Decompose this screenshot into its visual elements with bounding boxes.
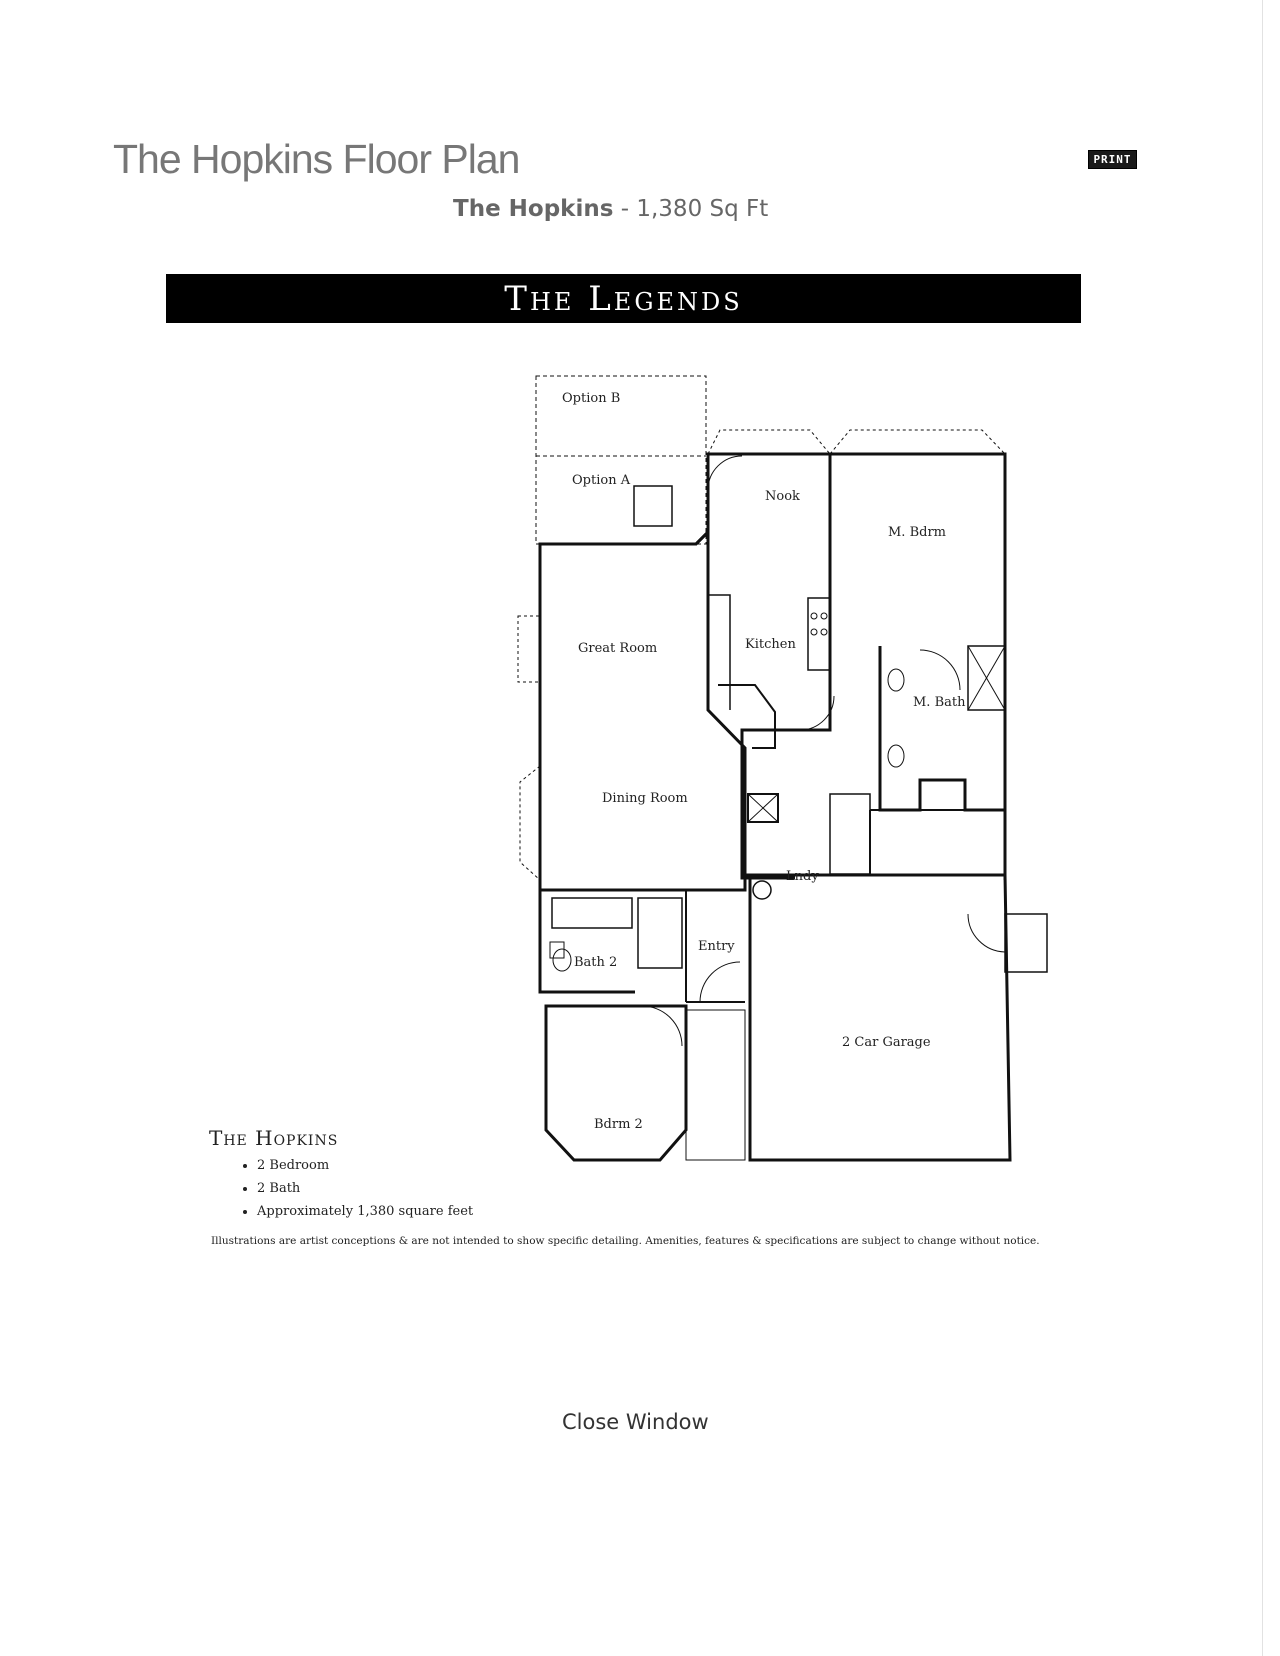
specs-title: The Hopkins <box>209 1126 339 1150</box>
room-label-garage: 2 Car Garage <box>842 1035 931 1050</box>
floor-plan: Option B Option A Nook M. Bdrm Great Roo… <box>490 370 1050 1210</box>
bathtub <box>551 897 633 929</box>
spec-item: 2 Bedroom <box>257 1154 473 1177</box>
room-label-great-room: Great Room <box>578 641 657 656</box>
master-wing-walls <box>830 452 1007 880</box>
subtitle-separator: - <box>613 196 637 222</box>
page-edge-rule <box>1262 0 1263 1656</box>
patio-door-landing <box>633 485 673 527</box>
spec-item: 2 Bath <box>257 1177 473 1200</box>
model-name: The Hopkins <box>453 196 614 222</box>
burner-icon <box>810 628 818 636</box>
print-button[interactable]: PRINT <box>1088 150 1137 169</box>
floor-plan-drawing: Option B Option A Nook M. Bdrm Great Roo… <box>517 375 1048 1162</box>
nook-bay-window <box>707 429 831 455</box>
master-bay-window <box>829 429 1006 455</box>
plan-subtitle: The Hopkins - 1,380 Sq Ft <box>453 196 768 222</box>
page-title: The Hopkins Floor Plan <box>113 136 520 182</box>
door-swing <box>699 961 741 1003</box>
kitchen-counter <box>708 594 731 710</box>
shower-stall <box>967 645 1006 711</box>
water-heater <box>747 793 779 823</box>
room-label-entry: Entry <box>698 939 735 954</box>
kitchen-range <box>807 597 831 671</box>
laundry-appliances <box>829 793 871 875</box>
close-window-link[interactable]: Close Window <box>562 1410 709 1434</box>
linen-closet <box>637 897 683 969</box>
master-bath-walls <box>878 646 1005 812</box>
front-porch <box>685 1009 746 1161</box>
room-label-option-a: Option A <box>572 473 631 488</box>
garage-side-door-landing <box>1004 913 1048 973</box>
sink-icon <box>887 744 905 768</box>
room-label-master-bath: M. Bath <box>913 695 966 710</box>
door-swing <box>707 455 743 491</box>
room-label-option-b: Option B <box>562 391 620 406</box>
burner-icon <box>810 612 818 620</box>
room-label-bath-2: Bath 2 <box>574 955 617 970</box>
door-swing <box>799 695 835 731</box>
toilet-icon <box>552 948 572 972</box>
community-banner: The Legends <box>166 274 1081 323</box>
square-footage: 1,380 Sq Ft <box>636 196 769 222</box>
burner-icon <box>820 628 828 636</box>
west-core-walls <box>540 452 832 880</box>
bath-2-walls <box>538 890 635 994</box>
spec-item: Approximately 1,380 square feet <box>257 1200 473 1223</box>
room-label-dining-room: Dining Room <box>602 791 688 806</box>
sink-icon <box>887 668 905 692</box>
great-room-window <box>517 615 541 683</box>
disclaimer-text: Illustrations are artist conceptions & a… <box>211 1235 1040 1247</box>
specs-list: 2 Bedroom 2 Bath Approximately 1,380 squ… <box>209 1154 473 1223</box>
room-label-kitchen: Kitchen <box>745 637 796 652</box>
kitchen-island <box>718 684 776 749</box>
room-label-nook: Nook <box>765 489 800 504</box>
burner-icon <box>820 612 828 620</box>
plan-specs: The Hopkins 2 Bedroom 2 Bath Approximate… <box>209 1126 473 1223</box>
door-swing <box>641 1005 683 1047</box>
room-label-master-bedroom: M. Bdrm <box>888 525 946 540</box>
door-swing <box>967 913 1006 953</box>
door-swing <box>919 649 961 691</box>
great-room-walls <box>538 528 747 892</box>
dining-bay-window <box>519 765 541 881</box>
bedroom-2-walls <box>544 1004 688 1162</box>
furnace-icon <box>752 880 772 900</box>
room-label-laundry: Lndy <box>786 869 819 884</box>
room-label-bedroom-2: Bdrm 2 <box>594 1117 643 1132</box>
garage-walls <box>745 873 1012 1162</box>
